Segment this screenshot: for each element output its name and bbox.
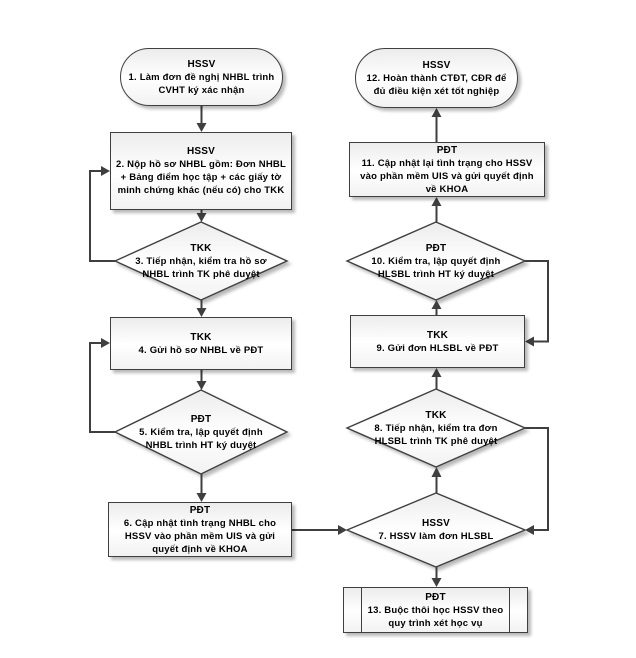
node-label: 3. Tiếp nhận, kiểm tra hồ sơ NHBL trình … xyxy=(135,255,267,280)
node-label: 5. Kiểm tra, lập quyết định NHBL trình H… xyxy=(139,426,263,451)
node-4-send-dossier-process: TKK 4. Gửi hồ sơ NHBL về PĐT xyxy=(110,317,292,370)
node-5-approve-decision: PĐT 5. Kiểm tra, lập quyết định NHBL trì… xyxy=(126,395,276,469)
node-role: TKK xyxy=(426,329,449,341)
node-label: 7. HSSV làm đơn HLSBL xyxy=(378,531,494,542)
node-role: PĐT xyxy=(436,144,458,156)
node-role: HSSV xyxy=(422,59,451,71)
node-role: HSSV xyxy=(421,518,451,529)
node-label: 13. Buộc thôi học HSSV theo quy trình xé… xyxy=(367,604,504,629)
node-2-submit-dossier-process: HSSV 2. Nộp hồ sơ NHBL gồm: Đơn NHBL + B… xyxy=(110,132,292,210)
node-11-update-status-process: PĐT 11. Cập nhật lại tình trạng cho HSSV… xyxy=(349,142,545,197)
node-13-dismissal-predefined-process: PĐT 13. Buộc thôi học HSSV theo quy trìn… xyxy=(343,587,528,633)
node-label: 2. Nộp hồ sơ NHBL gồm: Đơn NHBL + Bảng đ… xyxy=(116,159,286,196)
node-label: 10. Kiểm tra, lập quyết định HLSBL trình… xyxy=(371,255,501,280)
node-3-check-dossier-decision: TKK 3. Tiếp nhận, kiểm tra hồ sơ NHBL tr… xyxy=(126,226,276,296)
node-6-update-status-process: PĐT 6. Cập nhật tình trạng NHBL cho HSSV… xyxy=(108,502,292,557)
node-label: 4. Gửi hồ sơ NHBL về PĐT xyxy=(138,344,264,356)
node-role: PĐT xyxy=(425,591,446,603)
node-10-approve-readmission-decision: PĐT 10. Kiểm tra, lập quyết định HLSBL t… xyxy=(361,224,511,298)
connector-lines xyxy=(89,106,549,578)
node-label: 9. Gửi đơn HLSBL về PĐT xyxy=(376,342,499,354)
node-role: HSSV xyxy=(187,58,216,70)
node-12-graduation-terminator: HSSV 12. Hoàn thành CTĐT, CĐR để đủ điều… xyxy=(355,48,518,108)
node-role: PĐT xyxy=(425,242,447,254)
node-role: HSSV xyxy=(186,146,216,157)
node-9-send-request-process: TKK 9. Gửi đơn HLSBL về PĐT xyxy=(350,315,525,368)
connector-arrowheads xyxy=(101,108,534,587)
node-role: PĐT xyxy=(189,504,211,516)
node-1-start-terminator: HSSV 1. Làm đơn đề nghị NHBL trình CVHT … xyxy=(120,48,283,106)
node-7-readmission-request-decision: HSSV 7. HSSV làm đơn HLSBL xyxy=(356,502,516,558)
decision-5-shape xyxy=(113,389,289,475)
node-label: 8. Tiếp nhận, kiểm tra đơn HLSBL trình T… xyxy=(374,422,498,447)
node-label: 11. Cập nhật lại tình trạng cho HSSV vào… xyxy=(360,157,534,195)
node-role: PĐT xyxy=(190,413,212,425)
node-role: TKK xyxy=(190,331,212,343)
node-8-check-request-decision: TKK 8. Tiếp nhận, kiểm tra đơn HLSBL trì… xyxy=(361,391,511,465)
decision-3-shape xyxy=(113,221,289,301)
node-role: TKK xyxy=(190,242,212,254)
node-label: 12. Hoàn thành CTĐT, CĐR để đủ điều kiện… xyxy=(366,72,507,97)
node-label: 1. Làm đơn đề nghị NHBL trình CVHT ký xá… xyxy=(128,71,275,96)
node-label: 6. Cập nhật tình trạng NHBL cho HSSV vào… xyxy=(123,517,277,555)
node-role: TKK xyxy=(425,409,447,421)
